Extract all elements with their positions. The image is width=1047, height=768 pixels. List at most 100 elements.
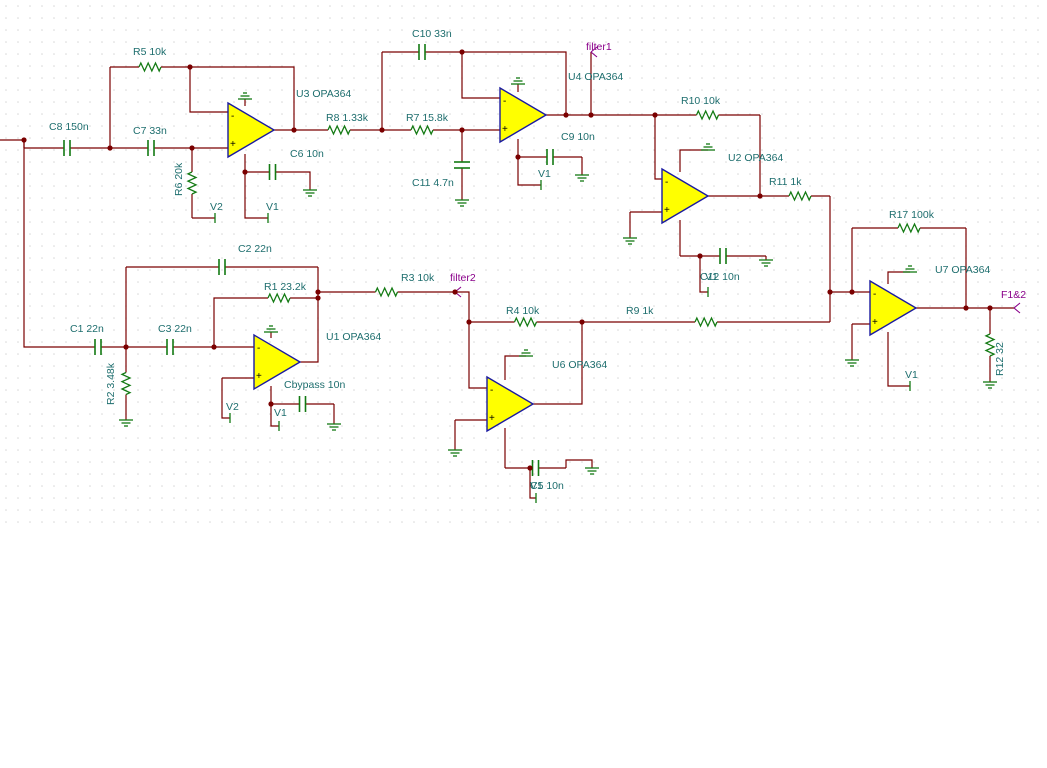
wire [0,139,70,348]
net-label-pin [590,46,598,58]
wire [300,171,311,190]
capacitor-c3 [166,339,174,355]
junction-node [315,289,321,295]
wire [679,149,708,172]
wire [270,386,279,427]
junction-node [452,289,458,295]
capacitor-c9 [546,149,554,165]
capacitor-c2 [218,259,226,275]
label-r3: R3 10k [401,272,435,284]
junction-node [211,344,217,350]
label-v1-d: V1 [274,407,287,419]
components: -+-+-+-+-+-+ [63,44,1021,503]
wire [221,378,230,419]
resistor-r7 [410,124,434,136]
svg-text:-: - [873,289,876,300]
label-r10: R10 10k [681,95,721,107]
junction-node [827,289,833,295]
wire [533,322,583,405]
ground-symbol [983,381,997,389]
ground-symbol [759,259,773,267]
opamp-u4: -+ [499,86,548,144]
ground-symbol [903,265,917,273]
ground-symbol [264,325,278,333]
ground-symbol [585,467,599,475]
resistor-r1 [267,292,291,304]
resistor-r9 [694,316,718,328]
ground-symbol [519,349,533,357]
label-v2-b: V2 [226,401,239,413]
capacitor-c7 [147,140,155,156]
junction-nodes [21,49,993,471]
net-label-pin [1013,302,1021,314]
ground-symbol [119,419,133,427]
capacitor-c1 [94,339,102,355]
ground-symbol [701,143,715,151]
label-r17: R17 100k [889,209,935,221]
capacitor-c11 [454,161,470,169]
opamp-u3: -+ [227,101,276,159]
capacitor-c8 [63,140,71,156]
junction-node [652,112,658,118]
junction-node [123,344,129,350]
wire [699,256,708,293]
label-r1: R1 23.2k [264,281,307,293]
junction-node [459,127,465,133]
junction-node [242,169,248,175]
label-r12: R12 32 [994,342,1006,376]
junction-node [515,154,521,160]
label-v1-a: V1 [266,201,279,213]
junction-node [291,127,297,133]
svg-text:+: + [256,371,262,382]
wire [189,67,228,113]
resistor-r8 [327,124,351,136]
capacitor-c12 [719,248,727,264]
label-filter2: filter2 [450,272,476,284]
ground-symbol [327,423,341,431]
label-r4: R4 10k [506,305,540,317]
ground-symbol [448,449,462,457]
junction-node [849,289,855,295]
capacitor-c10 [418,44,426,60]
junction-node [563,112,569,118]
junction-node [588,112,594,118]
label-r7: R7 15.8k [406,112,449,124]
label-u2: U2 OPA364 [728,152,783,164]
label-f12: F1&2 [1001,289,1026,301]
junction-node [697,253,703,259]
label-u7: U7 OPA364 [935,264,990,276]
label-c12: C12 10n [700,271,740,283]
resistor-r10 [695,109,720,121]
label-u1: U1 OPA364 [326,331,381,343]
label-cbypass: Cbypass 10n [284,379,345,391]
svg-text:+: + [502,124,508,135]
resistor-r2 [120,371,132,396]
svg-text:-: - [490,385,493,396]
label-r2: R2 3.48k [105,362,117,405]
label-c9: C9 10n [561,131,595,143]
opamp-u1: -+ [253,333,302,391]
junction-node [21,137,27,143]
ground-symbol [455,199,469,207]
svg-text:+: + [489,413,495,424]
svg-text:-: - [503,96,506,107]
junction-node [579,319,585,325]
resistor-r3 [374,286,399,298]
resistor-r6 [186,171,198,195]
wire [654,115,662,180]
label-c8: C8 150n [49,121,89,133]
label-c3: C3 22n [158,323,192,335]
label-filter1: filter1 [586,41,612,53]
label-c6: C6 10n [290,148,324,160]
wire [517,139,541,186]
label-r6: R6 20k [173,162,185,196]
junction-node [987,305,993,311]
wires [0,51,1014,499]
opamp-u2: -+ [661,167,710,225]
label-c5: C5 10n [530,480,564,492]
ground-symbol [303,189,317,197]
label-v1-b: V1 [538,168,551,180]
wire [468,322,487,389]
ground-symbol [511,77,525,85]
